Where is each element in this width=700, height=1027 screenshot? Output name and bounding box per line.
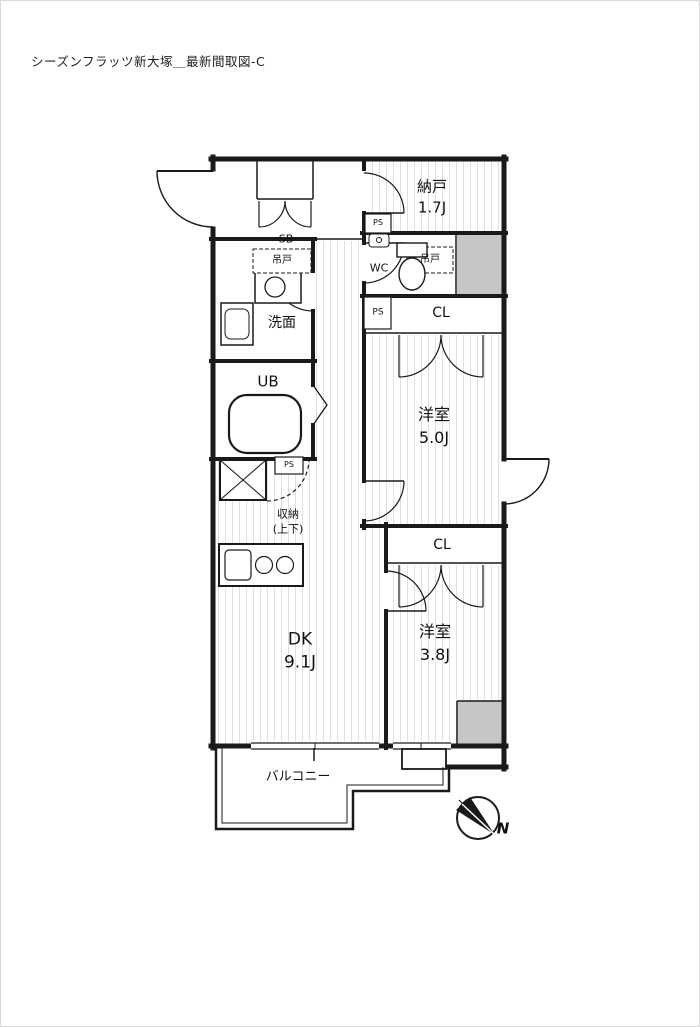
room-label-bath: UB <box>257 372 279 391</box>
closet-doors <box>258 200 484 608</box>
washbasin-icon <box>254 270 302 304</box>
north-compass-icon <box>456 796 500 840</box>
fixtures <box>218 213 454 770</box>
partition-lines <box>256 159 504 564</box>
label-pipe-space-top: PS <box>373 218 383 227</box>
label-storage-line2: (上下) <box>272 522 304 536</box>
storage-upper-door-dashed-icon <box>266 458 310 502</box>
toilet-icon <box>396 242 428 291</box>
side-exterior-door-icon <box>503 458 550 505</box>
room-label-bedroom2-name: 洋室 <box>418 622 452 641</box>
storage-room-door-icon <box>363 172 405 214</box>
room-label-wc: WC <box>369 261 389 275</box>
drawing-title: シーズンフラッツ新大塚＿最新間取図-C <box>31 54 266 69</box>
room-label-bedroom1-size: 5.0J <box>418 428 450 447</box>
room-label-storage-size: 1.7J <box>417 198 447 217</box>
floor-areas <box>215 161 502 744</box>
label-hanging-cupboard-wc: 吊戸 <box>420 254 440 265</box>
label-pipe-space-mid: PS <box>372 307 384 318</box>
room-label-closet1: CL <box>432 305 450 321</box>
closet1-doors-icon <box>398 334 484 378</box>
balcony-hatch-icon <box>401 748 447 770</box>
hanging-cupboard-outline <box>252 246 454 274</box>
label-shoebox: SB <box>278 232 294 246</box>
storage-hatch-icon <box>219 459 267 501</box>
shaded-areas <box>455 233 504 746</box>
room-label-storage-name: 納戸 <box>416 177 448 196</box>
room-label-bedroom2-size: 3.8J <box>419 645 451 664</box>
bath-folding-door-icon <box>312 384 328 426</box>
pipe-space-boxes <box>274 213 392 475</box>
room-label-bedroom1-name: 洋室 <box>417 405 451 424</box>
label-hanging-cupboard-washroom: 吊戸 <box>272 255 292 266</box>
room-label-closet2: CL <box>433 537 451 553</box>
bedroom1-door-icon <box>363 480 405 522</box>
room-label-dk-name: DK <box>287 629 313 650</box>
entrance-door-icon <box>156 170 214 228</box>
room-label-balcony: バルコニー <box>265 769 331 785</box>
shoebox-doors-icon <box>258 200 312 228</box>
room-label-washroom: 洗面 <box>268 315 296 331</box>
label-pipe-space-dk: PS <box>284 460 294 469</box>
bathtub-icon <box>227 393 303 455</box>
north-label: N <box>496 819 510 838</box>
windows <box>251 741 451 751</box>
kitchen-stove-icon <box>218 543 304 587</box>
hand-basin-icon <box>368 233 390 248</box>
washing-machine-icon <box>220 302 254 346</box>
room-label-dk-size: 9.1J <box>283 652 317 673</box>
bedroom2-door-icon <box>385 570 427 612</box>
closet2-doors-icon <box>398 564 484 608</box>
balcony-railing <box>214 748 451 831</box>
label-storage-line1: 収納 <box>277 507 299 521</box>
